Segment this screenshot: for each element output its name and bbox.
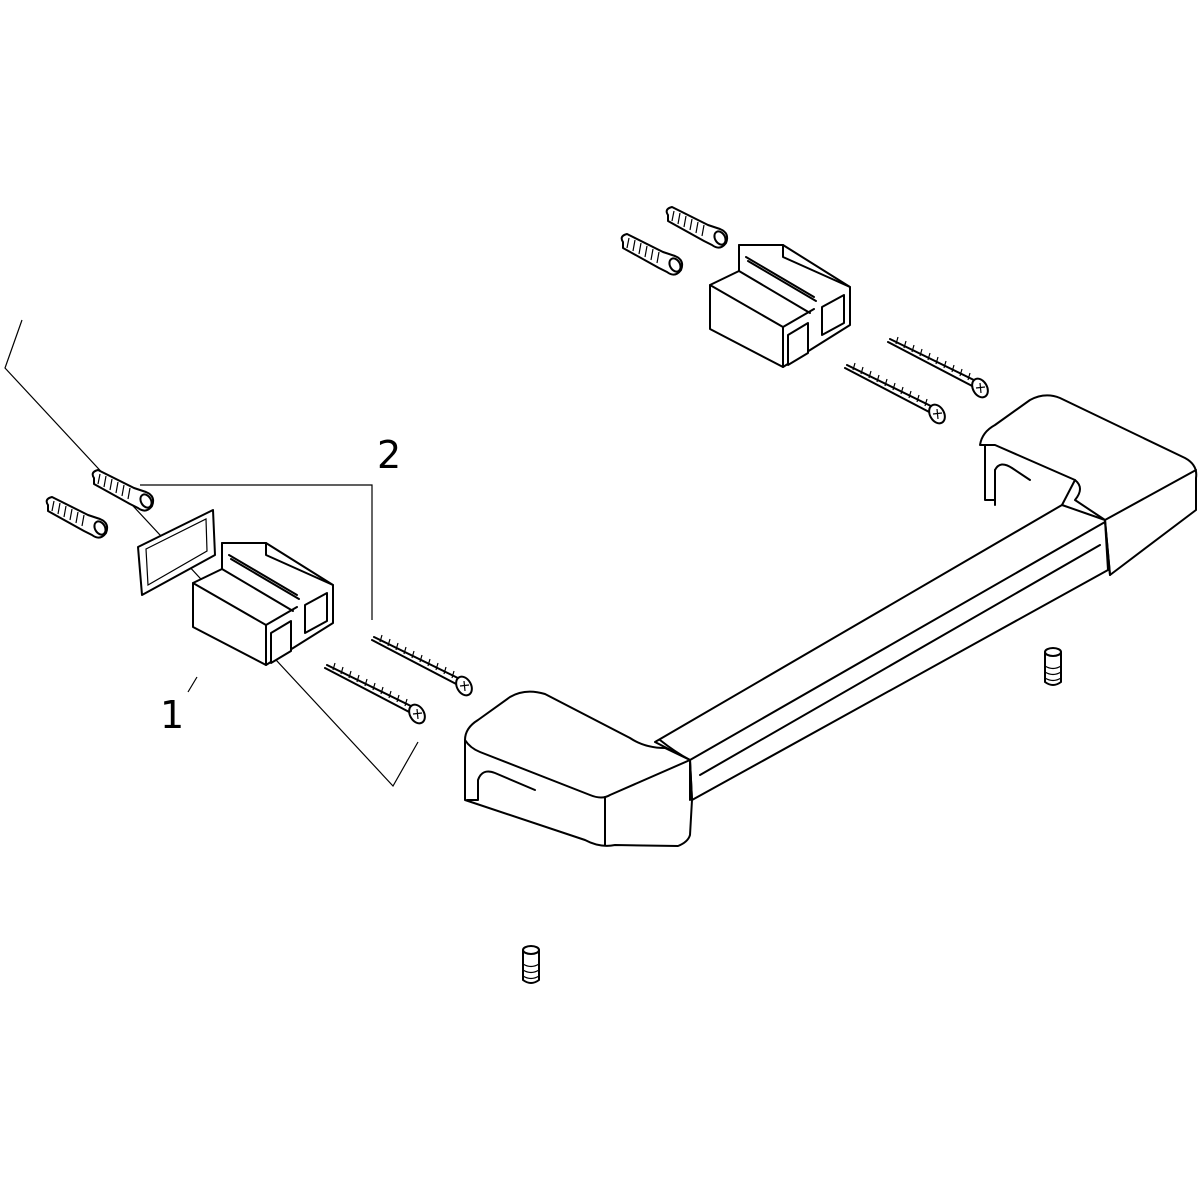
wall-plug xyxy=(665,206,729,249)
wall-plug xyxy=(620,233,684,276)
wood-screw xyxy=(887,336,993,402)
mounting-block xyxy=(192,542,334,666)
gasket xyxy=(137,509,216,596)
wall-plug xyxy=(45,496,109,539)
grab-bar xyxy=(464,394,1198,847)
wall-plug xyxy=(91,469,155,512)
wood-screw xyxy=(324,662,430,728)
callout-label-2: 2 xyxy=(377,433,401,477)
set-screw xyxy=(1044,647,1062,686)
set-screw xyxy=(522,945,540,984)
callout-2-bracket xyxy=(140,484,373,620)
wood-screw xyxy=(371,634,477,700)
mounting-block xyxy=(709,244,851,368)
wood-screw xyxy=(844,362,950,428)
callout-label-1: 1 xyxy=(160,693,184,737)
callout-1-bracket xyxy=(4,319,419,788)
